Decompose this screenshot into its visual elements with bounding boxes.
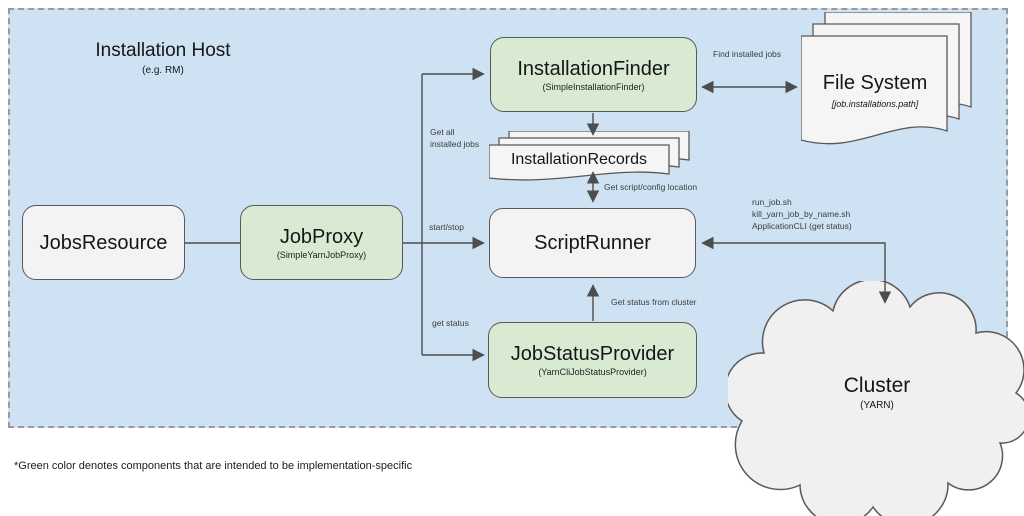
label-start-stop: start/stop xyxy=(429,222,464,232)
node-jobs-resource: JobsResource xyxy=(22,205,185,280)
file-system-label: File System xyxy=(822,72,928,94)
label-cluster-scripts: run_job.sh kill_yarn_job_by_name.sh Appl… xyxy=(752,197,852,231)
label-get-status: get status xyxy=(432,318,469,328)
installation-host-subtitle: (e.g. RM) xyxy=(142,65,184,76)
node-installation-finder: InstallationFinder (SimpleInstallationFi… xyxy=(490,37,697,112)
installation-finder-label: InstallationFinder xyxy=(517,57,670,80)
document-page-icon xyxy=(801,35,948,145)
cluster-label: Cluster xyxy=(843,374,911,397)
node-job-status-provider: JobStatusProvider (YarnCliJobStatusProvi… xyxy=(488,322,697,398)
job-proxy-label: JobProxy xyxy=(279,225,364,248)
node-job-proxy: JobProxy (SimpleYarnJobProxy) xyxy=(240,205,403,280)
installation-host-title: Installation Host xyxy=(95,40,231,61)
job-status-provider-sublabel: (YarnCliJobStatusProvider) xyxy=(538,367,647,377)
label-find-installed-jobs: Find installed jobs xyxy=(713,49,782,59)
footnote: *Green color denotes components that are… xyxy=(14,460,413,472)
installation-records-label: InstallationRecords xyxy=(510,151,648,168)
label-get-all-installed-jobs: Get all installed jobs xyxy=(430,127,480,149)
jobs-resource-label: JobsResource xyxy=(39,231,168,254)
node-script-runner: ScriptRunner xyxy=(489,208,696,278)
job-status-provider-label: JobStatusProvider xyxy=(510,343,675,365)
file-system-label-block: File System [job.installations.path] xyxy=(801,72,949,109)
label-get-status-from-cluster: Get status from cluster xyxy=(611,297,697,307)
installation-host-title-block: Installation Host (e.g. RM) xyxy=(62,40,264,76)
cluster-sublabel: (YARN) xyxy=(860,400,894,411)
file-system-stack xyxy=(801,12,972,145)
installation-finder-sublabel: (SimpleInstallationFinder) xyxy=(542,81,645,92)
cluster-label-block: Cluster (YARN) xyxy=(798,374,956,411)
job-proxy-sublabel: (SimpleYarnJobProxy) xyxy=(276,249,367,260)
label-get-script-config-location: Get script/config location xyxy=(604,182,698,192)
installation-records-stack xyxy=(489,131,690,181)
file-system-sublabel: [job.installations.path] xyxy=(831,99,919,109)
script-runner-label: ScriptRunner xyxy=(534,232,651,254)
